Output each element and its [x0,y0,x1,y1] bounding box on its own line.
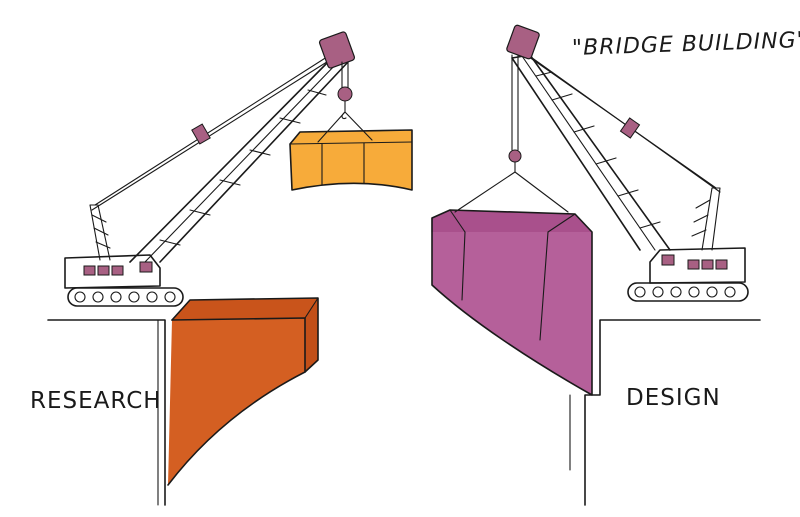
crane-right-icon [454,24,749,302]
research-block-face [168,318,305,485]
crane-left-icon [64,31,373,307]
research-block-top [172,298,318,320]
hanging-orange-block [289,129,413,191]
design-label: DESIGN [626,385,721,411]
research-label: RESEARCH [30,388,162,414]
design-block [431,209,593,396]
right-cliff [569,319,761,506]
research-block [167,297,319,486]
design-block-face [432,232,592,395]
caption-text: "BRIDGE BUILDING" [572,28,800,61]
left-cliff [47,319,166,506]
design-block-top [432,210,592,232]
